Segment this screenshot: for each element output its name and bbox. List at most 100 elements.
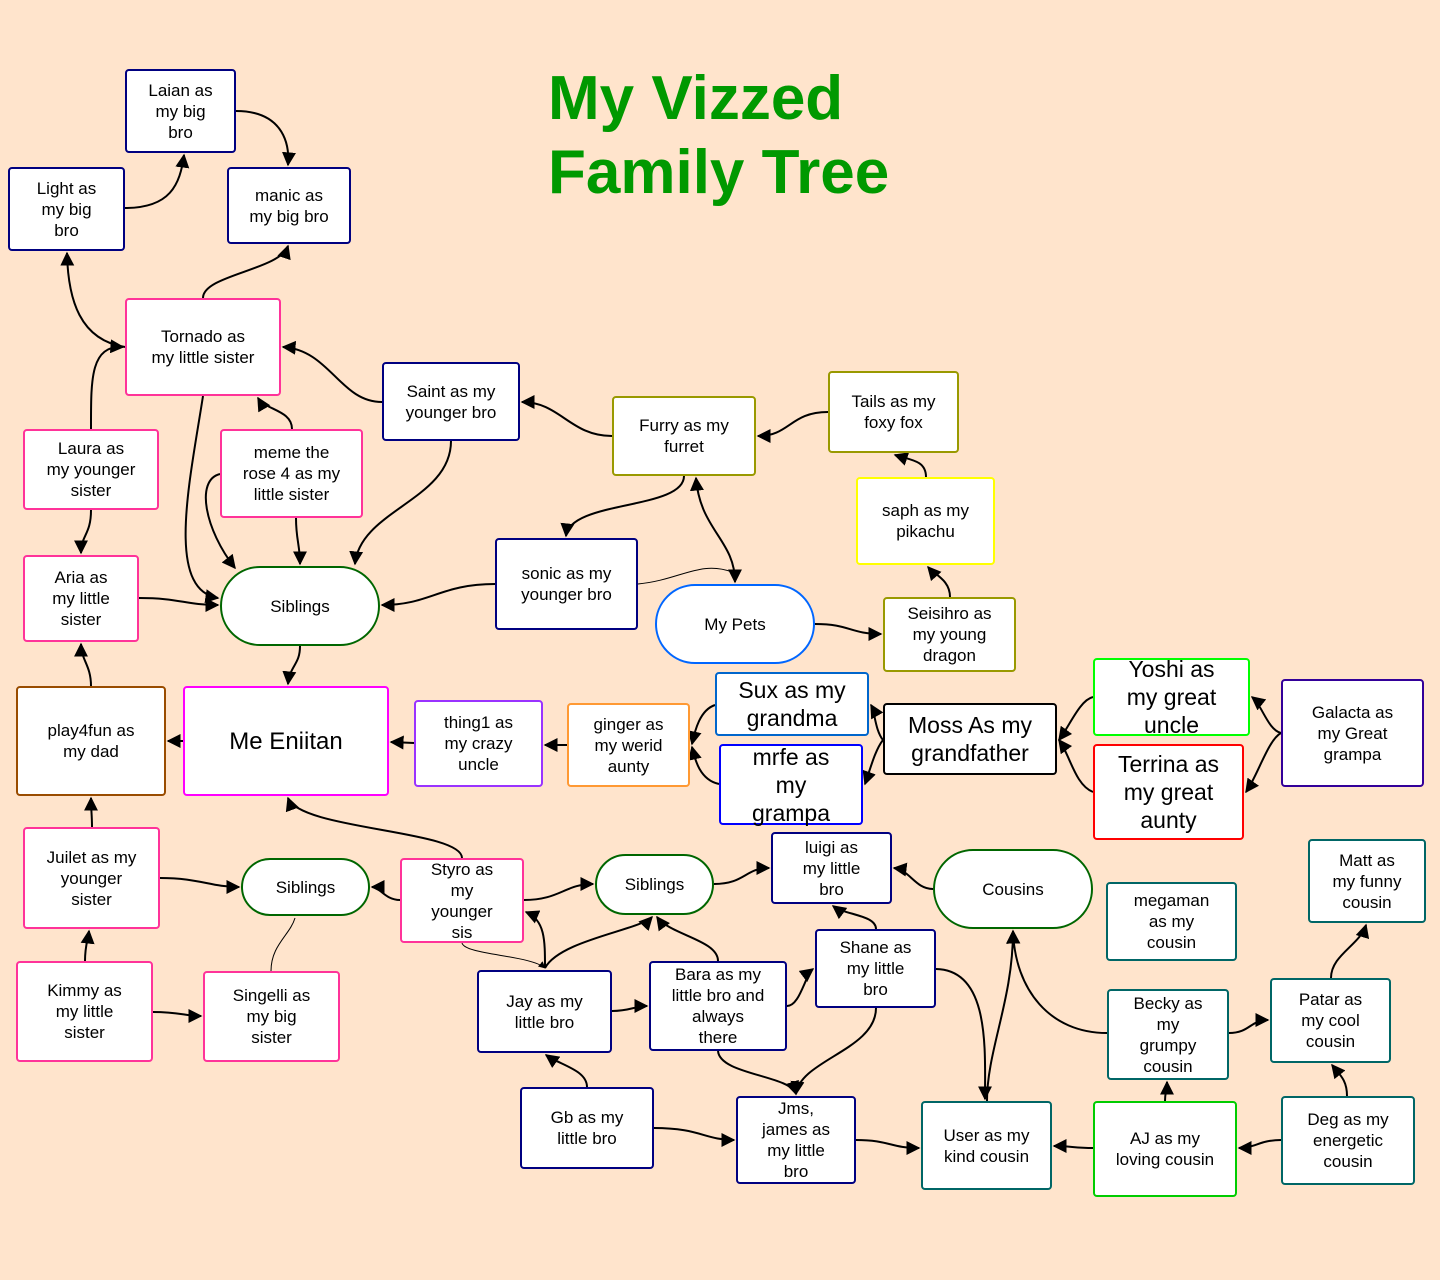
node-aj[interactable]: AJ as my loving cousin	[1093, 1101, 1237, 1197]
node-jms[interactable]: Jms, james as my little bro	[736, 1096, 856, 1184]
edge-deg-to-patar	[1331, 1063, 1348, 1097]
node-laian[interactable]: Laian as my big bro	[125, 69, 236, 153]
node-ginger[interactable]: ginger as my werid aunty	[567, 703, 690, 787]
node-siblings-2[interactable]: Siblings	[241, 858, 370, 916]
edge-saint-to-siblings1	[349, 440, 452, 566]
node-me[interactable]: Me Eniitan	[183, 686, 389, 796]
edge-yoshi-to-moss	[1058, 696, 1094, 742]
edge-kimmy-to-juilet	[80, 929, 95, 962]
edge-styro-to-siblings3	[523, 877, 595, 901]
edge-juilet-to-siblings2	[159, 877, 241, 894]
edge-bara-to-siblings3	[656, 915, 719, 962]
node-matt[interactable]: Matt as my funny cousin	[1308, 839, 1426, 923]
node-luigi[interactable]: luigi as my little bro	[771, 832, 892, 904]
edge-styro-to-siblings2	[370, 880, 401, 901]
diagram-title: My Vizzed Family Tree	[548, 62, 889, 210]
node-singelli[interactable]: Singelli as my big sister	[203, 971, 340, 1062]
node-gb[interactable]: Gb as my little bro	[520, 1087, 654, 1169]
edge-jay-to-siblings3	[544, 915, 653, 969]
edge-juilet-to-play4fun	[84, 796, 99, 828]
node-thing1[interactable]: thing1 as my crazy uncle	[414, 700, 543, 787]
node-terrina[interactable]: Terrina as my great aunty	[1093, 744, 1244, 840]
node-galacta[interactable]: Galacta as my Great grampa	[1281, 679, 1424, 787]
edge-becky-to-patar	[1228, 1013, 1270, 1034]
edge-styro-to-jay	[461, 942, 546, 969]
edge-moss-to-sux	[870, 703, 884, 741]
edge-tornado-to-siblings1	[184, 395, 220, 604]
edge-seisihro-to-saph	[927, 565, 951, 598]
edge-becky-to-cousins	[1006, 929, 1108, 1034]
edge-bara-to-shane	[786, 968, 815, 1007]
node-my-pets[interactable]: My Pets	[655, 584, 815, 664]
edge-meme-to-tornado	[257, 396, 293, 430]
title-line-1: My Vizzed	[548, 64, 844, 133]
node-saph[interactable]: saph as my pikachu	[856, 477, 995, 565]
edge-user-to-cousins	[986, 929, 1020, 1102]
edge-mypets-to-seisihro	[814, 623, 883, 641]
node-light[interactable]: Light as my big bro	[8, 167, 125, 251]
node-bara[interactable]: Bara as my little bro and always there	[649, 961, 787, 1051]
node-shane[interactable]: Shane as my little bro	[815, 929, 936, 1008]
edge-cousins-to-luigi	[892, 862, 934, 890]
node-seisihro[interactable]: Seisihro as my young dragon	[883, 597, 1016, 672]
edge-laian-to-manic	[235, 110, 296, 167]
node-laura[interactable]: Laura as my younger sister	[23, 429, 159, 510]
node-user[interactable]: User as my kind cousin	[921, 1101, 1052, 1190]
edge-aria-to-siblings1	[138, 597, 220, 612]
edge-styro-to-me	[285, 796, 463, 859]
edge-siblings3-to-luigi	[713, 861, 771, 885]
node-mrfe[interactable]: mrfe as my grampa	[719, 744, 863, 826]
edge-sonic-to-siblings1	[380, 583, 496, 612]
edge-patar-to-matt	[1330, 923, 1370, 979]
edge-terrina-to-moss	[1058, 738, 1094, 793]
edge-bara-to-jms	[717, 1050, 799, 1096]
node-saint[interactable]: Saint as my younger bro	[382, 362, 520, 441]
node-yoshi[interactable]: Yoshi as my great uncle	[1093, 656, 1250, 738]
node-manic[interactable]: manic as my big bro	[227, 167, 351, 244]
edge-gb-to-jay	[544, 1054, 588, 1088]
node-styro[interactable]: Styro as my younger sis	[400, 858, 524, 943]
edge-deg-to-aj	[1237, 1139, 1282, 1155]
node-furry[interactable]: Furry as my furret	[612, 396, 756, 476]
edge-furry-to-saint	[520, 395, 613, 437]
node-tails[interactable]: Tails as my foxy fox	[828, 371, 959, 453]
edge-galacta-to-yoshi	[1250, 696, 1282, 734]
edge-tails-to-furry	[756, 411, 829, 443]
edge-saint-to-tornado	[281, 340, 383, 403]
node-meme[interactable]: meme the rose 4 as my little sister	[220, 429, 363, 518]
node-aria[interactable]: Aria as my little sister	[23, 555, 139, 642]
node-kimmy[interactable]: Kimmy as my little sister	[16, 961, 153, 1062]
edge-sonic-to-mypets	[637, 567, 733, 585]
node-siblings-1[interactable]: Siblings	[220, 566, 380, 646]
edge-jay-to-bara	[611, 999, 649, 1014]
edge-meme-bottom-to-siblings1	[292, 517, 307, 566]
edge-kimmy-to-singelli	[152, 1008, 203, 1023]
node-cousins[interactable]: Cousins	[933, 849, 1093, 929]
node-jay[interactable]: Jay as my little bro	[477, 970, 612, 1053]
edge-shane-to-jms	[790, 1007, 877, 1096]
edge-mypets-furry	[689, 476, 742, 584]
edge-mrfe-to-ginger	[688, 745, 720, 785]
edge-furry-to-sonic	[560, 475, 685, 538]
node-tornado[interactable]: Tornado as my little sister	[125, 298, 281, 396]
node-patar[interactable]: Patar as my cool cousin	[1270, 978, 1391, 1063]
edge-shane-to-user	[935, 968, 993, 1101]
node-becky[interactable]: Becky as my grumpy cousin	[1107, 989, 1229, 1080]
edge-laura-to-tornado	[89, 339, 125, 430]
node-deg[interactable]: Deg as my energetic cousin	[1281, 1096, 1415, 1185]
edge-aj-to-user	[1052, 1139, 1094, 1154]
node-sux[interactable]: Sux as my grandma	[715, 672, 869, 736]
edge-jms-to-user	[855, 1139, 921, 1155]
node-megaman[interactable]: megaman as my cousin	[1106, 882, 1237, 961]
node-sonic[interactable]: sonic as my younger bro	[495, 538, 638, 630]
node-moss[interactable]: Moss As my grandfather	[883, 703, 1057, 775]
node-juilet[interactable]: Juilet as my younger sister	[23, 827, 160, 929]
edge-tornado-to-manic	[202, 244, 291, 299]
node-play4fun[interactable]: play4fun as my dad	[16, 686, 166, 796]
node-siblings-3[interactable]: Siblings	[595, 854, 714, 915]
edge-tornado-to-light	[60, 251, 126, 348]
edge-meme-to-siblings1	[204, 473, 236, 570]
edge-galacta-to-terrina	[1245, 732, 1282, 794]
edge-shane-to-luigi	[831, 905, 877, 930]
